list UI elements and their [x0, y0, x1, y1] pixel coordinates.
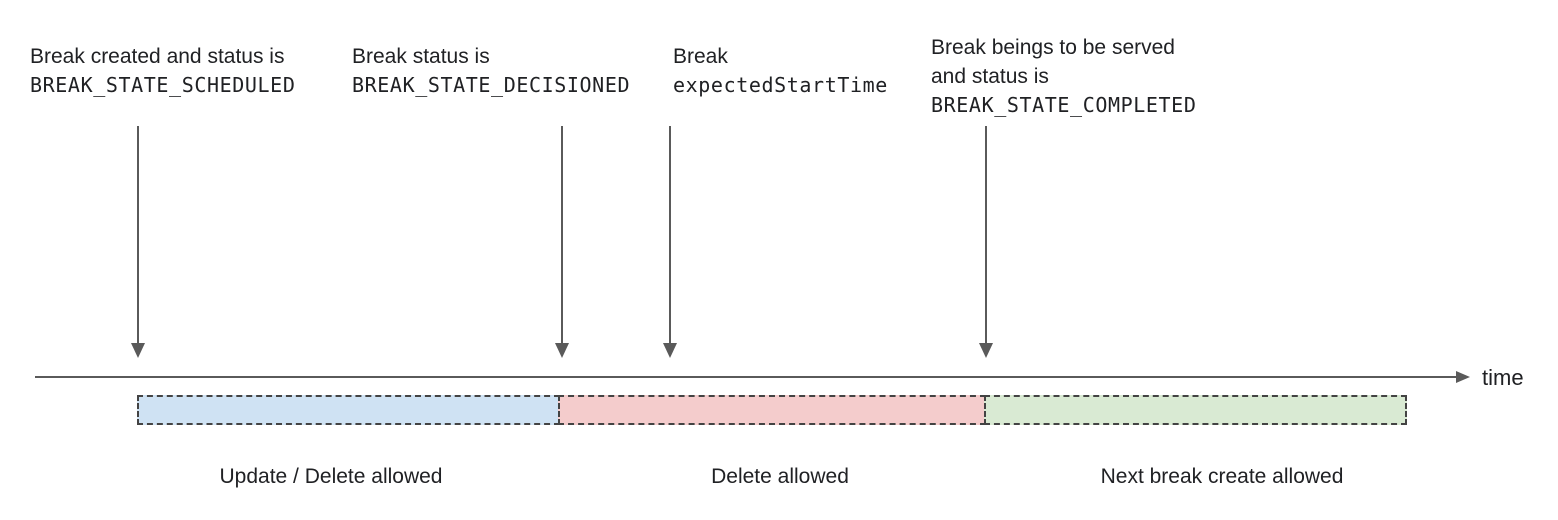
arrow-shaft: [561, 126, 563, 343]
arrow-down-icon: [555, 126, 569, 358]
annotation-expected-start-time: Break expectedStartTime: [673, 42, 888, 100]
annotation-code: BREAK_STATE_DECISIONED: [352, 73, 631, 97]
segment-next-break-create-allowed: [984, 395, 1407, 425]
arrow-head: [979, 343, 993, 358]
arrow-head: [131, 343, 145, 358]
arrow-down-icon: [131, 126, 145, 358]
arrow-shaft: [669, 126, 671, 343]
annotation-break-scheduled: Break created and status is BREAK_STATE_…: [30, 42, 295, 100]
time-axis-line: [35, 376, 1456, 378]
arrow-down-icon: [979, 126, 993, 358]
annotation-code: expectedStartTime: [673, 73, 888, 97]
arrow-down-icon: [663, 126, 677, 358]
annotation-break-decisioned: Break status is BREAK_STATE_DECISIONED: [352, 42, 630, 100]
annotation-break-completed: Break beings to be served and status is …: [931, 33, 1196, 120]
segment-update-delete-allowed: [137, 395, 560, 425]
segment-delete-allowed: [558, 395, 986, 425]
annotation-code: BREAK_STATE_COMPLETED: [931, 93, 1197, 117]
segment-label: Next break create allowed: [1100, 465, 1344, 488]
segment-label: Update / Delete allowed: [219, 465, 443, 488]
annotation-text: Break: [673, 45, 728, 68]
arrow-head: [555, 343, 569, 358]
annotation-text: Break status is: [352, 45, 490, 68]
arrow-shaft: [137, 126, 139, 343]
time-axis-arrow-icon: [1456, 371, 1470, 383]
annotation-text: Break created and status is: [30, 45, 285, 68]
annotation-text: Break beings to be served: [931, 36, 1175, 59]
arrow-head: [663, 343, 677, 358]
time-axis-label: time: [1482, 365, 1524, 390]
segment-label: Delete allowed: [711, 465, 849, 488]
annotation-code: BREAK_STATE_SCHEDULED: [30, 73, 296, 97]
annotation-text: and status is: [931, 65, 1049, 88]
arrow-shaft: [985, 126, 987, 343]
